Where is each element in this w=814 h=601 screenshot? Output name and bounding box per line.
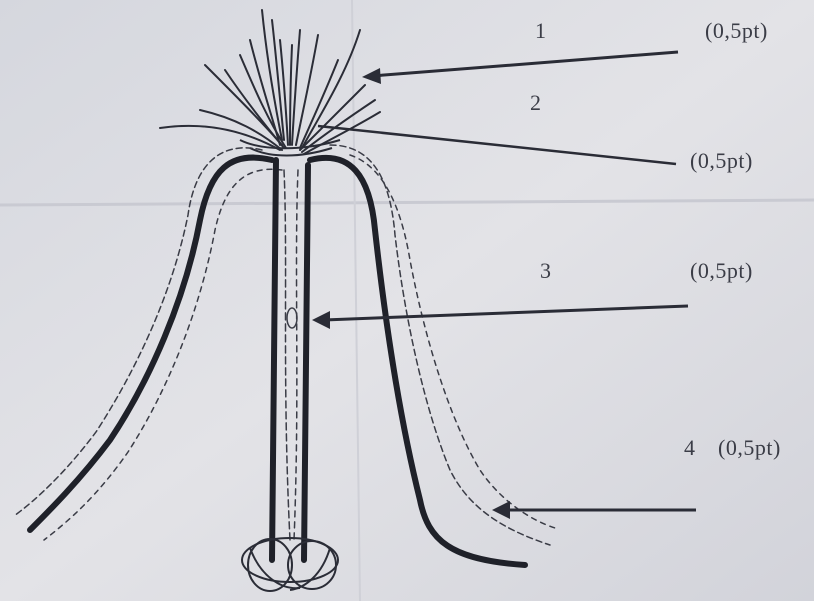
label-1-number: 1 <box>535 18 547 44</box>
label-3-number: 3 <box>540 258 552 284</box>
label-4-points: (0,5pt) <box>718 435 781 461</box>
label-1-points: (0,5pt) <box>705 18 768 44</box>
label-2-points: (0,5pt) <box>690 148 753 174</box>
label-3-points: (0,5pt) <box>690 258 753 284</box>
label-2-number: 2 <box>530 90 542 116</box>
label-4-number: 4 <box>684 435 696 461</box>
